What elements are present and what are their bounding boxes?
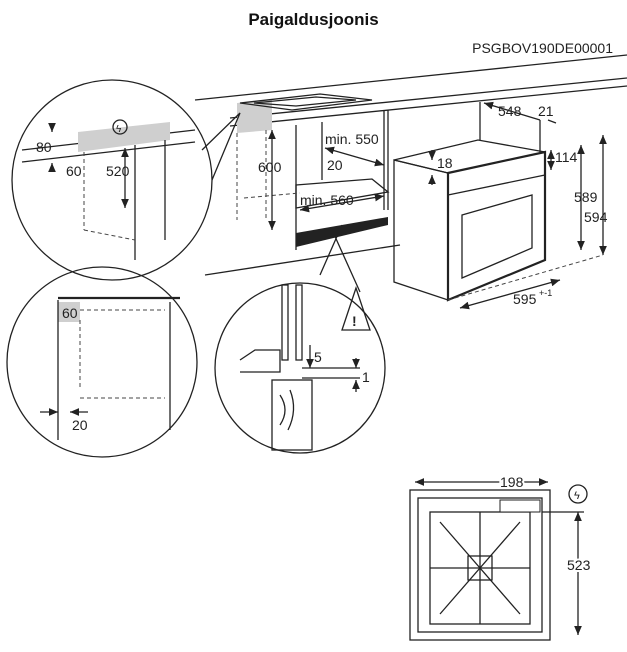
dim-18: 18 xyxy=(437,155,453,171)
dim-594: 594 xyxy=(584,209,608,225)
dim-min-550: min. 550 xyxy=(325,131,379,147)
dim-80: 80 xyxy=(36,139,52,155)
dim-min-560: min. 560 xyxy=(300,192,354,208)
electrical-hazard-icon xyxy=(112,119,128,135)
svg-text:!: ! xyxy=(352,313,357,329)
dim-520: 520 xyxy=(106,163,130,179)
detail-top: ϟ 80 60 520 xyxy=(11,79,241,281)
dim-600: 600 xyxy=(258,159,282,175)
dim-548: 548 xyxy=(498,103,522,119)
rear-view: ϟ 198 523 xyxy=(409,472,593,641)
svg-text:ϟ: ϟ xyxy=(116,124,122,135)
dim-595-tolerance: +-1 xyxy=(539,288,552,298)
dim-21: 21 xyxy=(538,103,554,119)
dim-side-60: 60 xyxy=(62,305,78,321)
dim-20: 20 xyxy=(327,157,343,173)
model-code: PSGBOV190DE00001 xyxy=(472,40,613,56)
detail-side: 60 20 xyxy=(6,266,198,458)
dim-114: 114 xyxy=(555,149,578,165)
dim-595: 595 xyxy=(513,291,537,307)
dim-198: 198 xyxy=(500,474,524,490)
svg-text:ϟ: ϟ xyxy=(574,490,580,502)
cabinet-drawing: 600 min. 550 20 min. 560 xyxy=(194,54,627,276)
dim-side-20: 20 xyxy=(72,417,88,433)
dim-5: 5 xyxy=(314,349,322,365)
page-title: Paigaldusjoonis xyxy=(248,10,379,29)
electrical-hazard-icon xyxy=(568,484,588,504)
dim-60: 60 xyxy=(66,163,82,179)
detail-floor: ! 5 1 xyxy=(214,224,386,454)
warning-triangle-icon xyxy=(341,285,371,331)
dim-589: 589 xyxy=(574,189,598,205)
oven-drawing: 548 21 18 114 589 594 595 +-1 xyxy=(393,101,608,310)
dim-1: 1 xyxy=(362,369,370,385)
dim-523: 523 xyxy=(567,557,591,573)
